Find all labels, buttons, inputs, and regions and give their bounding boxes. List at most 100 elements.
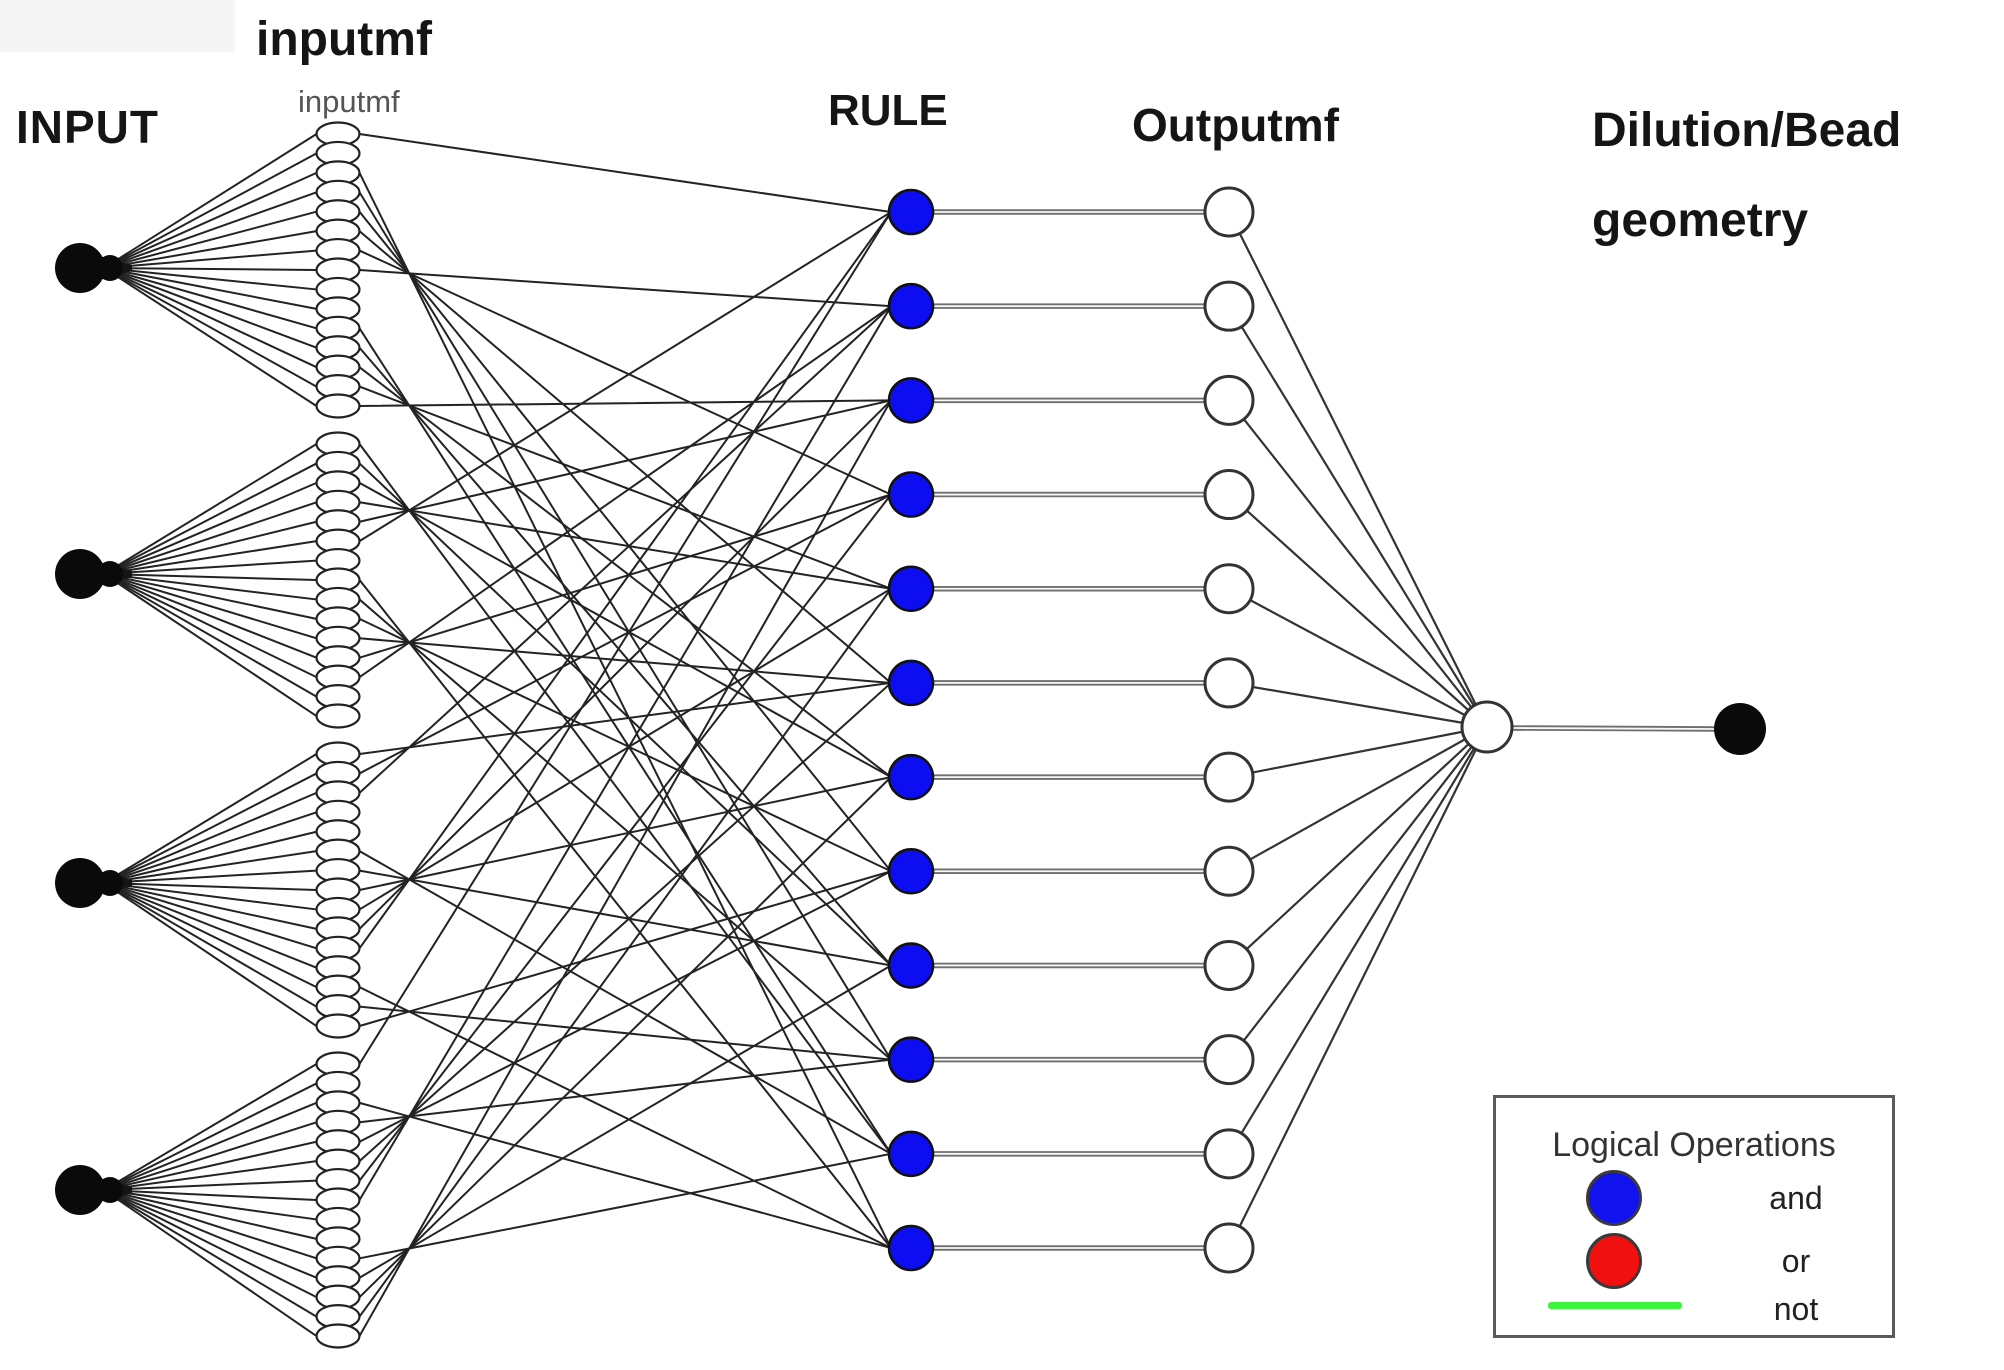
edge-mf-to-rule — [358, 637, 892, 684]
edge-input-to-mf — [103, 882, 318, 1028]
input-node — [55, 858, 105, 908]
edge-input-to-mf — [103, 1189, 318, 1279]
edge-input-to-mf — [103, 1082, 318, 1191]
edge-mf-to-rule — [358, 869, 892, 967]
outputmf-node — [1203, 751, 1255, 803]
edge-mf-to-rule — [358, 211, 892, 950]
legend-and-label: and — [1769, 1180, 1823, 1216]
edge-mf-to-rule — [358, 1101, 892, 1249]
edge-mf-to-rule — [358, 870, 892, 1143]
inputmf-sublabel: inputmf — [298, 84, 400, 119]
edge-mf-to-rule — [358, 1058, 892, 1124]
edge-mf-to-rule — [358, 964, 892, 1279]
inputmf-layer-label: inputmf — [256, 13, 432, 66]
edge-outputmf-to-output — [1227, 493, 1489, 729]
edge-mf-to-rule — [358, 462, 892, 967]
outputmf-node — [1203, 939, 1255, 991]
edge-input-to-mf — [103, 230, 318, 269]
edge-mf-to-rule — [358, 850, 892, 1155]
edge-input-to-mf — [103, 1140, 318, 1191]
edge-mf-to-rule — [358, 133, 892, 213]
edge-mf-to-rule — [358, 399, 892, 523]
edge-outputmf-to-output — [1227, 210, 1489, 729]
outputmf-node — [1203, 1222, 1255, 1274]
edge-input-to-mf — [103, 573, 318, 698]
edge-input-to-mf — [103, 882, 318, 911]
edge-mf-to-rule — [358, 249, 892, 496]
edge-input-to-mf — [103, 869, 318, 884]
edge-input-to-mf — [103, 573, 318, 601]
edge-input-to-mf — [103, 267, 318, 272]
edge-input-to-mf — [103, 520, 318, 575]
edge-mf-to-rule — [358, 305, 892, 1202]
outputmf-node — [1203, 280, 1255, 332]
edge-mf-to-rule — [358, 211, 892, 543]
edge-mf-to-rule — [358, 776, 892, 892]
edge-input-to-mf — [103, 210, 318, 269]
edge-input-to-mf — [103, 443, 318, 575]
edge-mf-to-rule — [358, 305, 892, 679]
edge-mf-to-rule — [358, 579, 892, 1249]
inputmf-node — [315, 1013, 361, 1039]
outputmf-node — [1203, 657, 1255, 709]
input-node — [55, 1165, 105, 1215]
outputmf-node — [1203, 845, 1255, 897]
outputmf-node — [1203, 469, 1255, 521]
rule-node — [887, 753, 935, 801]
edge-output-connector-core — [1513, 727, 1715, 730]
edge-mf-to-rule — [358, 681, 892, 755]
edge-outputmf-to-output — [1227, 681, 1489, 729]
edge-outputmf-to-output — [1227, 725, 1489, 1061]
edge-mf-to-rule — [358, 305, 892, 794]
rule-node — [887, 377, 935, 424]
edge-input-to-mf — [103, 267, 318, 310]
edge-mf-to-rule — [358, 191, 892, 1061]
edge-input-to-mf — [103, 882, 318, 989]
edge-outputmf-to-output — [1227, 725, 1489, 967]
edge-input-to-mf — [103, 152, 318, 269]
edge-mf-to-rule — [358, 481, 892, 779]
input-node-knob — [97, 561, 123, 587]
inputmf-node — [315, 1323, 361, 1349]
edge-input-to-mf — [103, 830, 318, 884]
edge-input-to-mf — [103, 882, 318, 892]
rule-node — [887, 1224, 935, 1272]
rule-node — [887, 942, 935, 989]
edge-input-to-mf — [103, 1179, 318, 1191]
input-node-knob — [97, 1177, 123, 1203]
edge-mf-to-rule — [358, 493, 892, 659]
edge-input-to-mf — [103, 573, 318, 718]
edge-input-to-mf — [103, 481, 318, 575]
rule-node — [887, 848, 935, 895]
edge-input-to-mf — [103, 573, 318, 620]
edge-mf-to-rule — [358, 1005, 892, 1061]
outputmf-node — [1203, 563, 1255, 615]
input-layer-label: INPUT — [16, 101, 159, 153]
output-sum-node — [1460, 700, 1514, 754]
edge-input-to-mf — [103, 1189, 318, 1240]
edge-input-to-mf — [103, 191, 318, 269]
edge-outputmf-to-output — [1227, 725, 1489, 873]
legend-not-line-icon — [1548, 1302, 1682, 1309]
edge-input-to-mf — [103, 267, 318, 388]
output-layer-label: Dilution/Bead geometry — [1592, 86, 1901, 266]
rule-layer-label: RULE — [828, 86, 948, 135]
edge-outputmf-to-output — [1227, 725, 1489, 1155]
edge-mf-to-rule — [358, 598, 892, 1061]
edge-input-to-mf — [103, 1189, 318, 1299]
output-label-line2: geometry — [1592, 194, 1809, 247]
edge-input-to-mf — [103, 267, 318, 291]
edge-outputmf-to-output — [1227, 305, 1489, 729]
edge-input-to-mf — [103, 501, 318, 575]
legend-or-circle-icon — [1586, 1233, 1642, 1289]
outputmf-node — [1203, 1128, 1255, 1180]
legend-not-label: not — [1773, 1291, 1819, 1327]
edge-mf-to-rule — [358, 1152, 892, 1260]
edge-input-to-mf — [103, 267, 318, 369]
edge-input-to-mf — [103, 1121, 318, 1191]
edge-input-to-mf — [103, 1189, 318, 1318]
edge-input-to-mf — [103, 882, 318, 969]
edge-mf-to-rule — [358, 366, 892, 779]
legend-and-circle-icon — [1586, 1170, 1642, 1226]
